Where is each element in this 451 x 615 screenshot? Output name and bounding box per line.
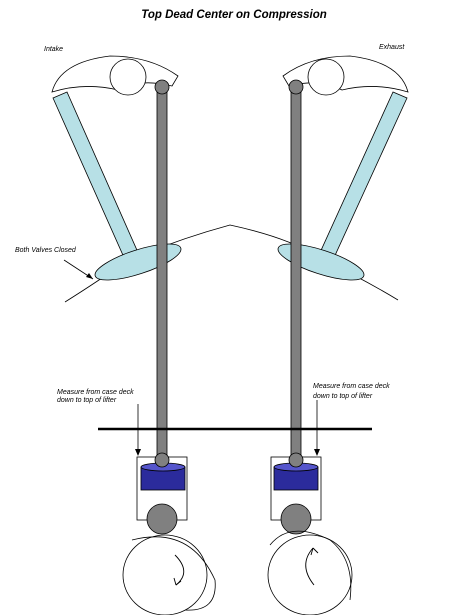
measure-right-line1: Measure from case deck <box>313 383 390 390</box>
exhaust-label: Exhaust <box>379 44 405 51</box>
exhaust-rocker-arm <box>282 55 409 96</box>
exhaust-cam-rotation-arrow <box>305 547 315 586</box>
intake-valve-stem <box>52 91 141 263</box>
exhaust-valve-head <box>277 243 365 281</box>
exhaust-lifter-assembly <box>270 452 322 535</box>
exhaust-valve-stem <box>317 91 408 263</box>
intake-label: Intake <box>44 46 63 53</box>
intake-cam-lobe <box>122 534 216 615</box>
exhaust-cam-lobe <box>267 530 353 615</box>
exhaust-rocker-pivot <box>307 58 345 96</box>
intake-lifter-roller <box>146 503 178 535</box>
intake-pushrod-bottom-ball <box>154 452 170 468</box>
measure-left-line1: Measure from case deck <box>57 389 134 396</box>
intake-cam-lobe-nose <box>131 536 216 611</box>
intake-lifter-assembly <box>136 452 188 535</box>
diagram-title: Top Dead Center on Compression <box>141 9 327 21</box>
intake-rocker-arm <box>51 55 179 96</box>
measure-right-line2: down to top of lifter <box>313 393 373 400</box>
exhaust-cam-lobe-nose <box>269 530 352 601</box>
measure-left-line2: down to top of lifter <box>57 397 117 404</box>
exhaust-lifter-roller <box>280 503 312 535</box>
intake-pushrod <box>156 87 168 461</box>
intake-rocker-pivot <box>109 58 147 96</box>
exhaust-pushrod-bottom-ball <box>288 452 304 468</box>
both-valves-closed-label: Both Valves Closed <box>15 247 77 254</box>
intake-pushrod-top-ball <box>154 79 170 95</box>
intake-valve-head <box>94 243 182 281</box>
exhaust-pushrod-top-ball <box>288 79 304 95</box>
exhaust-pushrod <box>290 87 302 461</box>
